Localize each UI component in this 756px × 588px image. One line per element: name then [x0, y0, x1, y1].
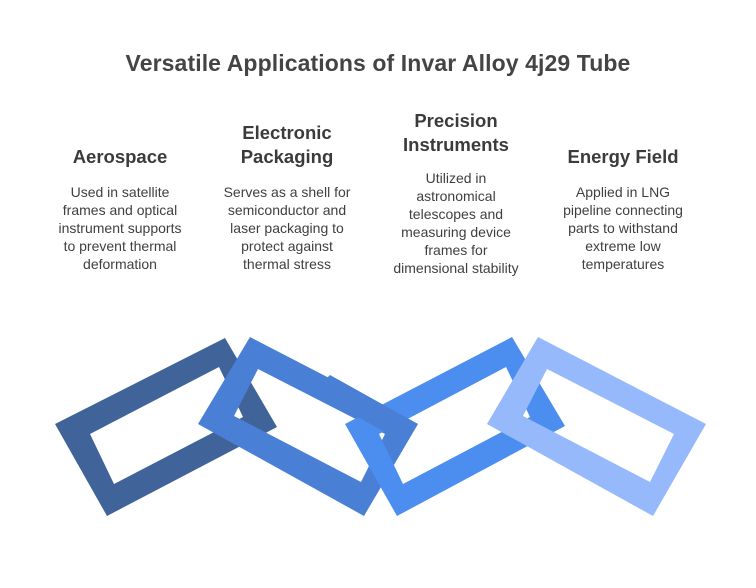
item-electronic-packaging: Electronic Packaging Serves as a shell f…: [207, 121, 367, 273]
chain-link-energy-field: [487, 337, 706, 516]
item-description: Applied in LNG pipeline connecting parts…: [563, 184, 683, 272]
item-description: Serves as a shell for semiconductor and …: [223, 184, 351, 272]
item-precision-instruments: Precision Instruments Utilized in astron…: [376, 109, 536, 277]
item-description: Used in satellite frames and optical ins…: [58, 184, 182, 272]
chain-link-overlap: [312, 375, 418, 437]
item-heading: Energy Field: [567, 146, 679, 167]
item-energy-field: Energy Field Applied in LNG pipeline con…: [543, 145, 703, 273]
item-heading: Precision Instruments: [403, 110, 509, 155]
item-aerospace: Aerospace Used in satellite frames and o…: [40, 145, 200, 273]
item-heading: Aerospace: [72, 146, 168, 167]
item-heading: Electronic Packaging: [240, 122, 334, 167]
item-description: Utilized in astronomical telescopes and …: [393, 170, 519, 276]
diagram-title: Versatile Applications of Invar Alloy 4j…: [125, 50, 631, 76]
